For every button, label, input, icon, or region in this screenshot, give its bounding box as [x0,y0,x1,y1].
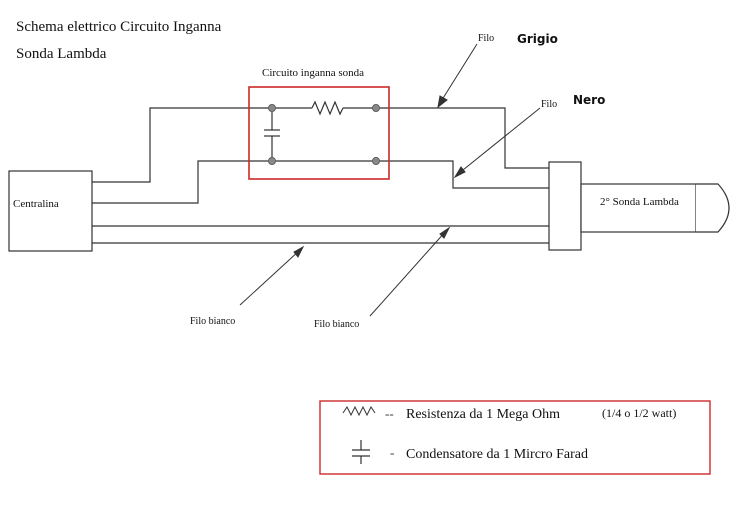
wire-black-prefix: Filo [541,99,557,110]
ecu-label: Centralina [13,198,59,210]
circuit-label: Circuito inganna sonda [262,67,364,79]
legend-resistor-icon [342,405,376,417]
diagram-title-line1: Schema elettrico Circuito Inganna [16,19,222,35]
legend-capacitor-text: Condensatore da 1 Mircro Farad [406,447,588,462]
sensor-tip [696,183,730,233]
arrow-grey [437,95,448,109]
wire-second-left [92,160,270,204]
wire-grey-color: Grigio [517,32,558,46]
sensor-body [580,183,697,233]
circuit-box [248,86,390,180]
legend-resistor-note: (1/4 o 1/2 watt) [602,406,676,420]
wire-grey [376,107,549,169]
legend-resistor-text: Resistenza da 1 Mega Ohm [406,407,560,422]
wire-grey-prefix: Filo [478,33,494,44]
arrow-white-2 [439,226,451,239]
sensor-label: 2° Sonda Lambda [600,196,679,208]
wire-white-1-label: Filo bianco [190,316,235,327]
arrow-black [453,166,466,179]
wire-white-2-label: Filo bianco [314,319,359,330]
legend-capacitor-dash: - [390,445,394,460]
resistor-symbol [311,100,344,116]
wire-top-left [92,107,270,183]
legend-resistor-dash: -- [385,406,394,421]
wires [92,107,549,244]
wire-black-color: Nero [573,93,605,107]
wire-black [376,160,549,189]
diagram-title-line2: Sonda Lambda [16,46,107,62]
sensor-connector [548,161,582,251]
lambda-sensor [548,161,730,251]
ecu-box: Centralina [8,170,93,252]
circuit-terminals [267,104,380,165]
legend-capacitor-icon [352,440,370,464]
arrow-white-1 [293,245,305,258]
legend-box [319,400,711,475]
